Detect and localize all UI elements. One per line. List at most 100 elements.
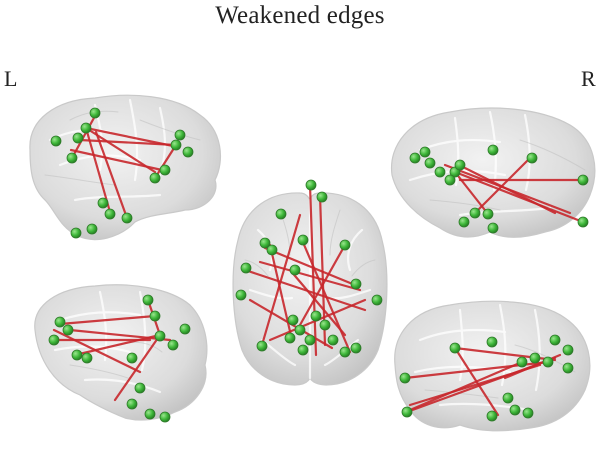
network-node [319,319,331,331]
network-node [516,356,528,368]
network-edge [78,138,178,147]
network-node [289,264,301,276]
network-edge [300,238,352,354]
edge-layer [52,114,585,417]
network-node [350,342,362,354]
network-node [305,179,317,191]
network-node [86,223,98,235]
network-node [401,406,413,418]
network-node [174,129,186,141]
network-node [81,352,93,364]
network-node [182,146,194,158]
network-edge [94,130,129,220]
network-edge [260,213,302,347]
network-edge [70,114,97,160]
network-node [458,216,470,228]
network-node [419,146,431,158]
network-edge [113,333,162,402]
network-node [469,207,481,219]
network-edge [288,268,347,337]
network-node [310,310,322,322]
network-node [287,314,299,326]
network-node [70,227,82,239]
network-node [80,122,92,134]
network-node [339,239,351,251]
network-edge [258,260,362,292]
network-node [304,334,316,346]
network-node [577,216,589,228]
network-node [297,234,309,246]
network-node [486,336,498,348]
brain-axial [232,192,388,386]
network-node [522,407,534,419]
network-node [126,398,138,410]
network-node [159,411,171,423]
network-node [159,164,171,176]
right-hemisphere-label: R [581,66,596,91]
network-node [179,323,191,335]
network-node [142,294,154,306]
network-node [134,382,146,394]
network-edge [453,170,490,216]
network-edge [243,268,367,312]
network-node [170,139,182,151]
network-node [424,157,436,169]
network-node [449,342,461,354]
network-node [104,208,116,220]
network-edge [268,243,294,342]
network-node [577,174,589,186]
node-layer [48,107,589,423]
network-node [54,316,66,328]
network-node [154,330,166,342]
network-node [275,208,287,220]
network-edge [68,328,172,342]
network-node [529,352,541,364]
network-edge [463,166,557,215]
left-hemisphere-label: L [4,66,18,91]
network-node [399,372,411,384]
network-edge [263,246,357,287]
network-node [294,324,306,336]
network-node [144,408,156,420]
network-edge [408,360,524,412]
network-node [562,362,574,374]
network-node [526,152,538,164]
network-edge [69,148,164,172]
network-node [316,191,328,203]
network-node [235,289,247,301]
network-node [72,132,84,144]
network-node [121,212,133,224]
network-node [71,349,83,361]
figure-title: Weakened edges [215,2,385,29]
network-node [149,310,161,322]
network-node [259,237,271,249]
network-node [167,339,179,351]
network-edge [298,243,347,327]
brain-right-lateral [390,107,596,238]
network-node [482,208,494,220]
network-node [502,392,514,404]
network-edge [308,183,318,357]
network-edge [153,143,178,180]
network-node [509,404,521,416]
network-edge [52,328,142,374]
network-node [549,334,561,346]
network-node [409,152,421,164]
network-node [256,340,268,352]
network-node [240,262,252,274]
network-node [350,278,362,290]
network-node [89,107,101,119]
network-node [434,166,446,178]
network-node [62,324,74,336]
network-node [297,344,309,356]
network-node [339,346,351,358]
network-node [284,332,296,344]
network-node [371,294,383,306]
network-node [266,244,278,256]
network-node [487,222,499,234]
network-edge [84,126,112,214]
brain-left-lateral [29,94,222,241]
network-node [66,152,78,164]
network-node [48,334,60,346]
